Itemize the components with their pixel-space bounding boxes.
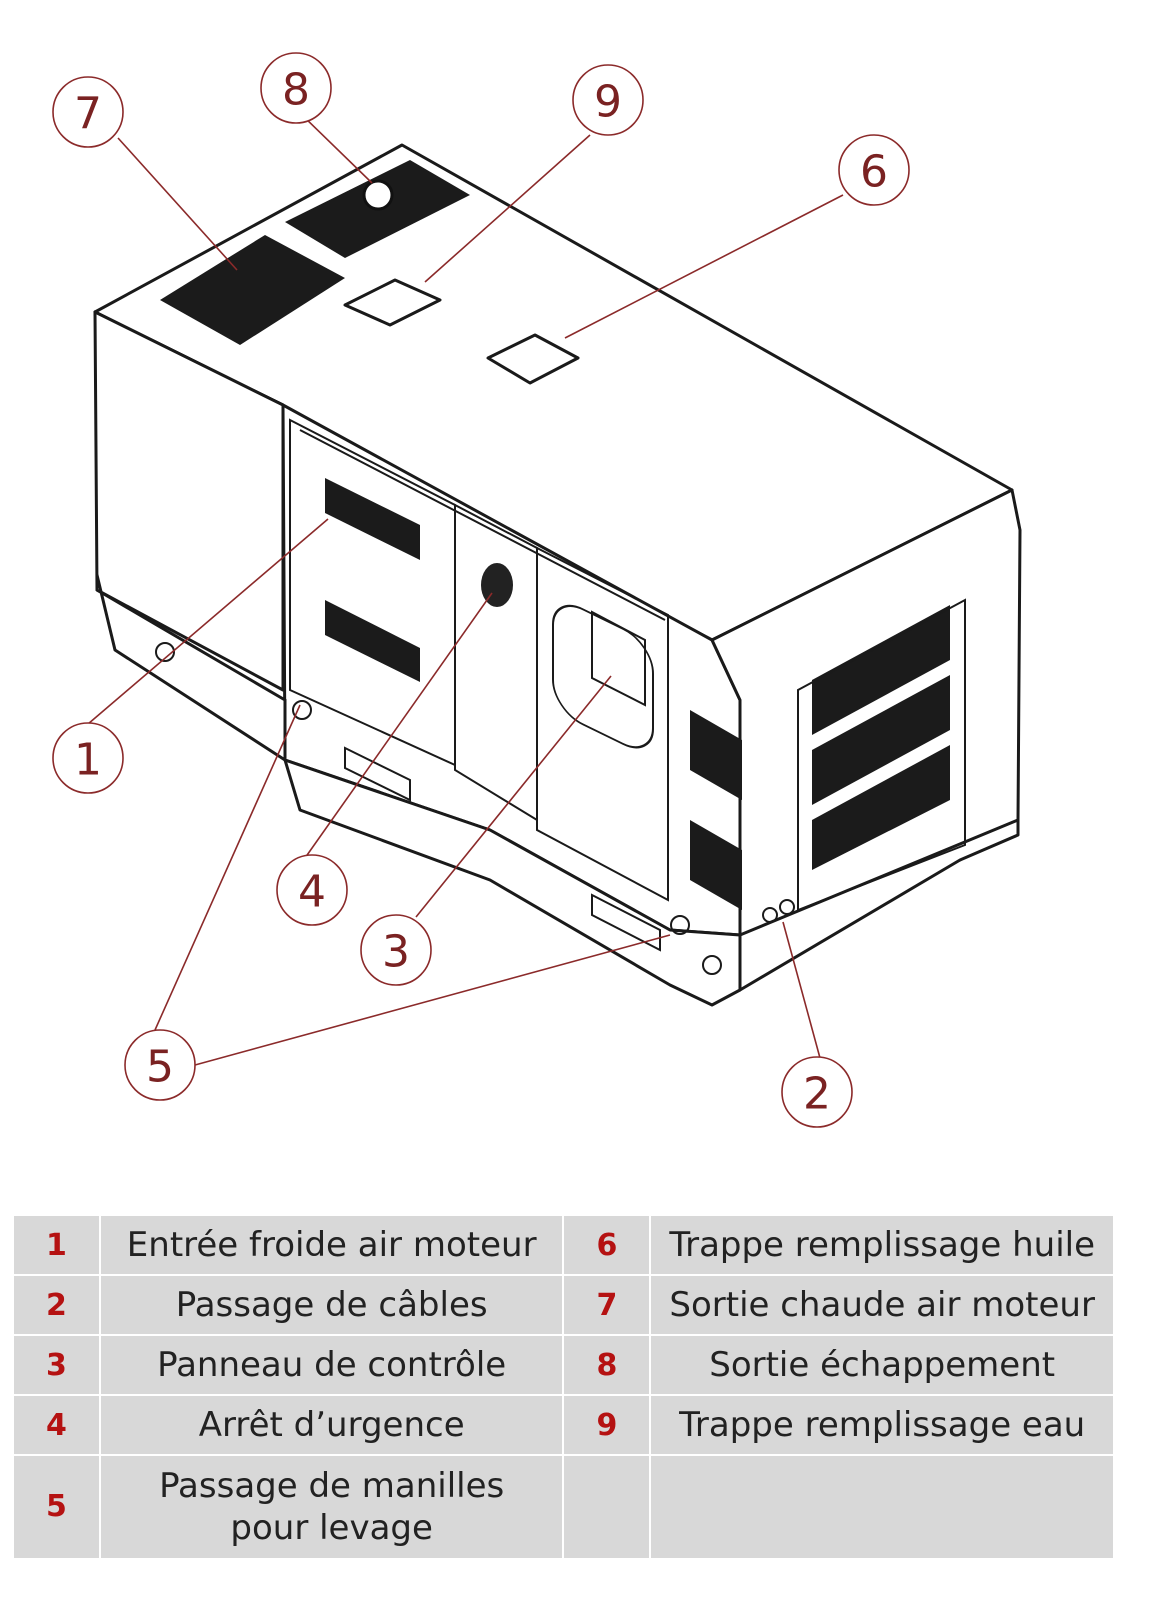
legend-number: 4 bbox=[12, 1394, 101, 1456]
legend-label: Passage de câbles bbox=[98, 1274, 565, 1336]
callout-3-label: 3 bbox=[382, 927, 410, 978]
generator-diagram: 1 2 3 4 5 6 7 8 9 bbox=[52, 52, 1022, 1128]
legend-number: 7 bbox=[562, 1274, 652, 1336]
legend-row: 1 Entrée froide air moteur 6 Trappe remp… bbox=[12, 1214, 1115, 1276]
callout-2-label: 2 bbox=[803, 1069, 831, 1120]
legend-number: 9 bbox=[562, 1394, 652, 1456]
legend-label: Panneau de contrôle bbox=[98, 1334, 565, 1396]
legend-number: 8 bbox=[562, 1334, 652, 1396]
callout-4-label: 4 bbox=[298, 867, 326, 918]
legend-number: 2 bbox=[12, 1274, 101, 1336]
legend-label: Sortie échappement bbox=[649, 1334, 1115, 1396]
legend-empty-cell bbox=[649, 1454, 1115, 1560]
legend-number: 6 bbox=[562, 1214, 652, 1276]
callout-8: 8 bbox=[260, 52, 332, 124]
legend-label: Passage de manilles pour levage bbox=[98, 1454, 565, 1560]
legend-number: 5 bbox=[12, 1454, 101, 1560]
callout-8-label: 8 bbox=[282, 65, 310, 116]
legend-row: 5 Passage de manilles pour levage bbox=[12, 1454, 1115, 1560]
legend-row: 2 Passage de câbles 7 Sortie chaude air … bbox=[12, 1274, 1115, 1336]
callout-4: 4 bbox=[276, 854, 348, 926]
callout-7: 7 bbox=[52, 76, 124, 148]
legend-row: 3 Panneau de contrôle 8 Sortie échappeme… bbox=[12, 1334, 1115, 1396]
legend-label-line2: pour levage bbox=[230, 1508, 433, 1548]
leader-lines bbox=[87, 112, 844, 1066]
legend-number: 1 bbox=[12, 1214, 101, 1276]
callout-2: 2 bbox=[781, 1056, 853, 1128]
generator-enclosure bbox=[93, 143, 1022, 1007]
callout-1-label: 1 bbox=[74, 735, 102, 786]
legend-label: Sortie chaude air moteur bbox=[649, 1274, 1115, 1336]
legend-label-line1: Passage de manilles bbox=[159, 1466, 505, 1506]
legend-empty-cell bbox=[562, 1454, 652, 1560]
callout-1: 1 bbox=[52, 722, 124, 794]
callout-5: 5 bbox=[124, 1029, 196, 1101]
callout-9: 9 bbox=[572, 64, 644, 136]
callout-3: 3 bbox=[360, 914, 432, 986]
callout-5-label: 5 bbox=[146, 1042, 174, 1093]
legend-number: 3 bbox=[12, 1334, 101, 1396]
legend-label: Trappe remplissage eau bbox=[649, 1394, 1115, 1456]
legend-table: 1 Entrée froide air moteur 6 Trappe remp… bbox=[12, 1214, 1115, 1560]
legend-row: 4 Arrêt d’urgence 9 Trappe remplissage e… bbox=[12, 1394, 1115, 1456]
callout-6-label: 6 bbox=[860, 147, 888, 198]
callout-9-label: 9 bbox=[594, 77, 622, 128]
legend-label: Entrée froide air moteur bbox=[98, 1214, 565, 1276]
callout-7-label: 7 bbox=[74, 89, 102, 140]
legend-label: Arrêt d’urgence bbox=[98, 1394, 565, 1456]
callout-6: 6 bbox=[838, 134, 910, 206]
legend-label: Trappe remplissage huile bbox=[649, 1214, 1115, 1276]
